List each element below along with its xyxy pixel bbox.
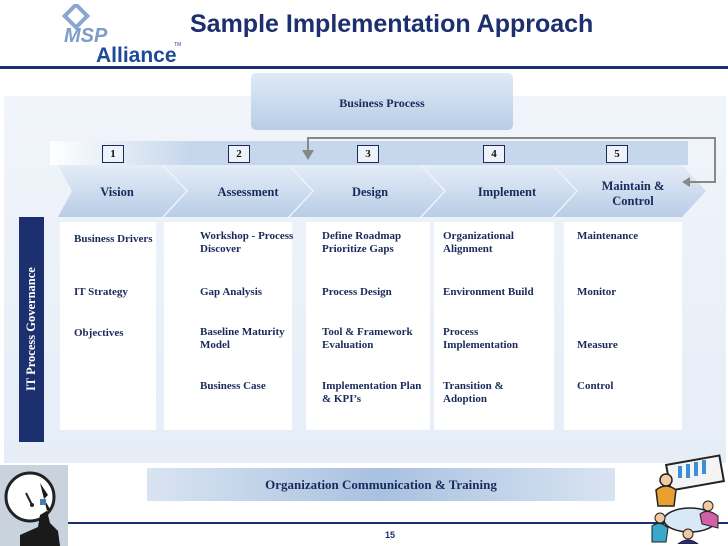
cell-vision-2: IT Strategy — [74, 286, 128, 298]
cell-assessment-2: Gap Analysis — [200, 286, 263, 298]
cell-design-2: Process Design — [322, 286, 392, 298]
phase-number-3: 3 — [357, 145, 379, 163]
column-panel-1 — [60, 222, 156, 430]
business-process-box — [251, 73, 513, 130]
cell-assessment-3: Baseline Maturity Model — [200, 326, 285, 351]
cell-implement-4: Transition & Adoption — [443, 380, 504, 405]
cell-maintain-2: Monitor — [577, 286, 617, 298]
logo-tm: TM — [174, 42, 181, 48]
cell-implement-1: Organizational Alignment — [443, 230, 514, 255]
phase-label-implement: Implement — [477, 185, 537, 199]
business-process-label: Business Process — [339, 96, 425, 110]
phase-number-1: 1 — [102, 145, 124, 163]
cell-implement-3: Process Implementation — [443, 326, 519, 351]
chevron-implement — [422, 165, 576, 217]
cell-assessment-1: Workshop - Process Discover — [200, 230, 294, 255]
cell-vision-3: Objectives — [74, 327, 124, 339]
cell-design-3: Tool & Framework Evaluation — [322, 326, 413, 351]
msp-alliance-logo: MSP Alliance TM — [61, 4, 181, 67]
phase-number-2: 2 — [228, 145, 250, 163]
column-panel-3 — [306, 222, 430, 430]
column-panel-4 — [434, 222, 554, 430]
feedback-loop-arrow — [302, 137, 716, 187]
phase-label-assessment: Assessment — [217, 185, 279, 199]
column-panel-5 — [564, 222, 682, 430]
cell-maintain-1: Maintenance — [577, 230, 639, 242]
cell-maintain-3: Measure — [577, 339, 618, 351]
page-number: 15 — [384, 530, 395, 540]
cell-design-1: Define Roadmap Prioritize Gaps — [322, 230, 402, 255]
cell-assessment-4: Business Case — [200, 380, 266, 392]
governance-bar — [19, 217, 44, 442]
chevron-maintain — [554, 165, 706, 217]
cell-maintain-4: Control — [577, 380, 614, 392]
meeting-clipart — [651, 454, 726, 544]
phase-number-4: 4 — [483, 145, 505, 163]
phase-chevrons — [58, 165, 706, 217]
header-divider — [0, 66, 728, 69]
cell-implement-2: Environment Build — [443, 286, 534, 298]
chevron-assessment — [164, 165, 312, 217]
org-communication-box — [147, 468, 615, 501]
cell-design-4: Implementation Plan & KPI’s — [322, 380, 422, 405]
chevron-vision — [58, 165, 186, 217]
footer-divider — [0, 522, 728, 524]
org-communication-label: Organization Communication & Training — [265, 477, 497, 492]
clock-head-clipart — [0, 465, 68, 546]
logo-top-text: MSP — [64, 25, 108, 47]
phase-label-vision: Vision — [100, 185, 134, 199]
phase-number-5: 5 — [606, 145, 628, 163]
phase-label-maintain: Maintain & Control — [601, 179, 665, 208]
governance-label: IT Process Governance — [24, 267, 38, 392]
cell-vision-1: Business Drivers — [74, 233, 153, 245]
slide-title: Sample Implementation Approach — [190, 10, 594, 38]
logo-bottom-text: Alliance — [96, 44, 177, 67]
column-panel-2 — [164, 222, 292, 430]
chevron-design — [290, 165, 444, 217]
phase-label-design: Design — [351, 185, 389, 199]
